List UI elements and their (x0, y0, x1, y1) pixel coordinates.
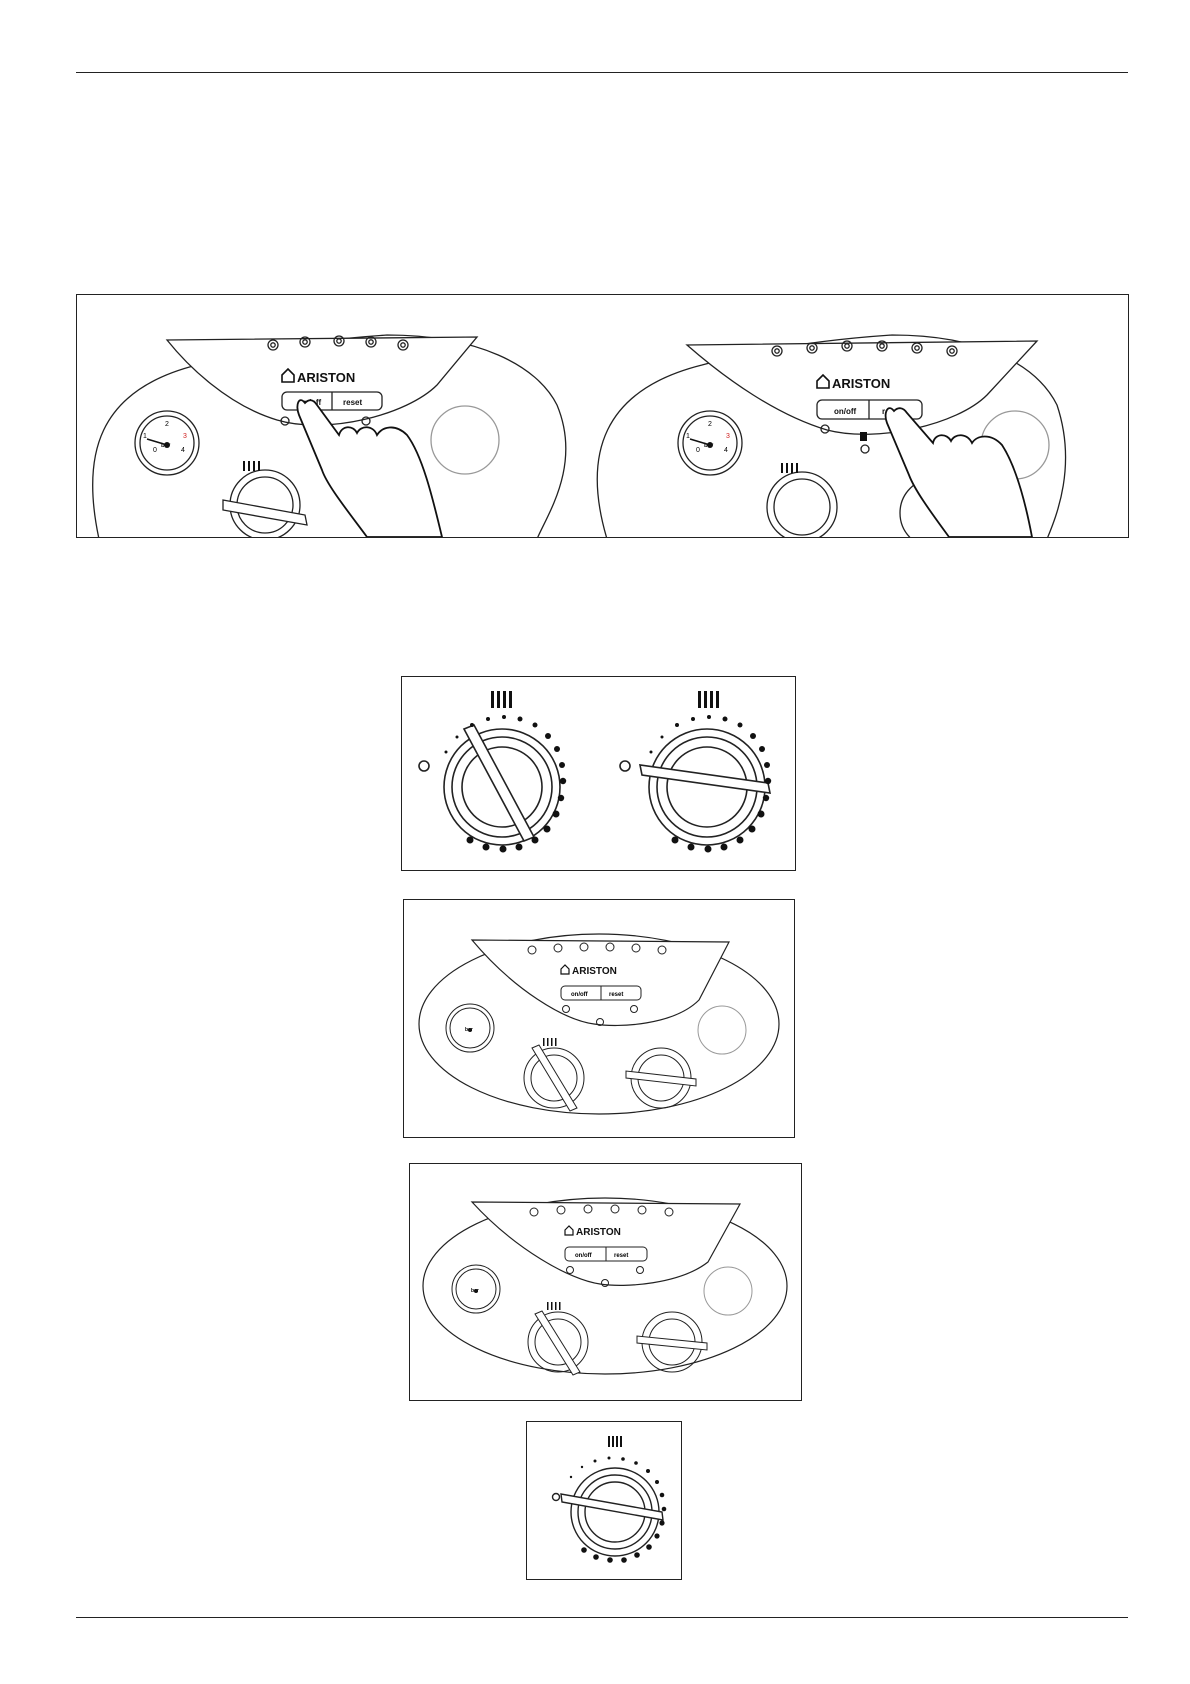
figure-knob-positions (401, 676, 796, 871)
figure-panel-a: ARISTON on/off reset bar (403, 899, 795, 1138)
gauge-tick-3-left: 3 (183, 433, 187, 440)
hand-pointer-left (296, 399, 443, 537)
reset-label-b: reset (614, 1253, 628, 1259)
boiler-panel-left (92, 334, 567, 537)
onoff-label-a: on/off (571, 992, 589, 998)
bottom-rule (76, 1617, 1128, 1618)
gauge-tick-4-left: 4 (181, 447, 185, 454)
onoff-label-right: on/off (834, 407, 857, 416)
onoff-label-b: on/off (575, 1253, 593, 1259)
brand-logo-right: ARISTON (832, 376, 890, 391)
figure-single-knob (526, 1421, 682, 1580)
gauge-tick-4-right: 4 (724, 447, 728, 454)
gauge-tick-1-right: 1 (686, 433, 690, 440)
figure-panel-b: ARISTON on/off reset bar (409, 1163, 802, 1401)
gauge-tick-0-left: 0 (153, 447, 157, 454)
brand-logo-b: ARISTON (576, 1227, 621, 1238)
brand-logo-a: ARISTON (572, 966, 617, 977)
gauge-tick-3-right: 3 (726, 433, 730, 440)
gauge-tick-2-left: 2 (165, 421, 169, 428)
gauge-tick-1-left: 1 (143, 433, 147, 440)
reset-label-left: reset (343, 398, 362, 407)
top-rule (76, 72, 1128, 73)
gauge-tick-0-right: 0 (696, 447, 700, 454)
hand-pointer-right (884, 407, 1033, 537)
gauge-tick-2-right: 2 (708, 421, 712, 428)
reset-label-a: reset (609, 992, 623, 998)
figure-press-onoff: ARISTON on/off reset bar 0 1 2 3 4 ARIST… (76, 294, 1129, 538)
knob-horizontal (619, 728, 772, 846)
brand-logo-left: ARISTON (297, 370, 355, 385)
knob-vertical (418, 723, 561, 846)
